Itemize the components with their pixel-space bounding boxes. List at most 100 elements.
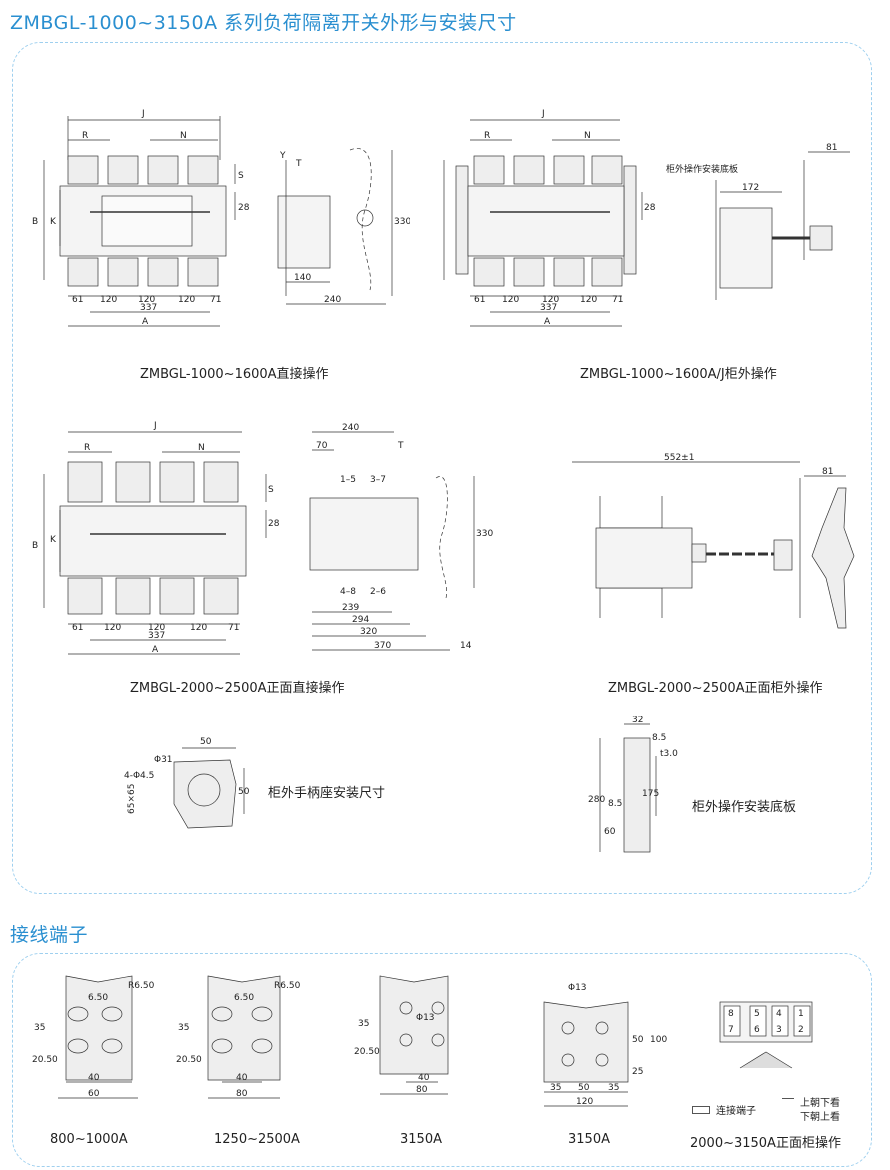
dim-120-3b: 120	[148, 623, 165, 633]
dim-71-3: 71	[228, 623, 239, 633]
terminal-3150-b: Φ13 50 100 25 35 50 35 120	[543, 983, 667, 1107]
caption-direct-1000-1600: ZMBGL-1000~1600A直接操作	[140, 367, 329, 382]
terminals-panel	[12, 953, 872, 1167]
dim-R-2: R	[484, 131, 490, 141]
dim-J: J	[141, 109, 145, 119]
dim-J-2: J	[541, 109, 545, 119]
dim-28-3: 28	[268, 519, 280, 529]
dim-65x65: 65×65	[127, 784, 137, 814]
caption-mount-plate: 柜外操作安装底板	[692, 800, 797, 815]
dim-280: 280	[588, 795, 605, 805]
dim-K-3: K	[50, 535, 57, 545]
dim-61: 61	[72, 295, 83, 305]
pos-8: 8	[728, 1009, 734, 1019]
dim-120c: 120	[178, 295, 195, 305]
dim-phi13-3: Φ13	[416, 1013, 435, 1023]
dim-35-3: 35	[358, 1019, 369, 1029]
pos-6: 6	[754, 1025, 760, 1035]
dim-175: 175	[642, 789, 659, 799]
dim-N-3: N	[198, 443, 205, 453]
label-mount-plate: 柜外操作安装底板	[666, 163, 738, 175]
dim-Y: Y	[279, 151, 286, 161]
dim-120a: 120	[100, 295, 117, 305]
caption-terminal-2000-3150: 2000~3150A正面柜操作	[690, 1136, 841, 1151]
dim-61-3: 61	[72, 623, 83, 633]
caption-terminal-1250-2500: 1250~2500A	[214, 1132, 300, 1147]
label-48: 4–8	[340, 587, 356, 597]
dim-2050-3: 20.50	[354, 1047, 380, 1057]
dim-71: 71	[210, 295, 221, 305]
dim-A: A	[142, 317, 149, 327]
dim-120-3c: 120	[190, 623, 207, 633]
pos-4: 4	[776, 1009, 782, 1019]
dim-60-1: 60	[88, 1089, 100, 1099]
dim-370: 370	[374, 641, 391, 651]
dim-320: 320	[360, 627, 377, 637]
label-15: 1–5	[340, 475, 356, 485]
dim-8_5a: 8.5	[652, 733, 666, 743]
drawing-handle-seat: 50 Φ31 4-Φ4.5 65×65 50	[124, 737, 250, 829]
dim-T: T	[295, 159, 302, 169]
dim-172: 172	[742, 183, 759, 193]
legend-down-label: 下朝上看	[800, 1112, 840, 1123]
pos-2: 2	[798, 1025, 804, 1035]
dim-S: S	[238, 171, 244, 181]
drawing-direct-1000-1600: J R N B K S 28 61 120 120 120 71 337 A Y…	[32, 109, 410, 327]
dim-70: 70	[316, 441, 328, 451]
dim-2050-2: 20.50	[176, 1055, 202, 1065]
dim-100-4: 100	[650, 1035, 667, 1045]
drawing-direct-2000-2500: J R N B K S 28 61 120 120 120 71 337 A 2…	[32, 421, 493, 655]
caption-handle-seat: 柜外手柄座安装尺寸	[268, 786, 386, 801]
dim-337-3: 337	[148, 631, 165, 641]
dim-71-2: 71	[612, 295, 623, 305]
dim-8_5b: 8.5	[608, 799, 622, 809]
dim-337: 337	[140, 303, 157, 313]
dim-N: N	[180, 131, 187, 141]
caption-terminal-3150-b: 3150A	[568, 1132, 610, 1147]
dim-N-2: N	[584, 131, 591, 141]
pos-5: 5	[754, 1009, 760, 1019]
dim-K: K	[50, 217, 57, 227]
dim-120-2b: 120	[542, 295, 559, 305]
dim-B: B	[32, 217, 38, 227]
dim-4hole: 4-Φ4.5	[124, 771, 154, 781]
dim-28-2: 28	[644, 203, 656, 213]
dim-A-2: A	[544, 317, 551, 327]
legend-link-swatch	[692, 1106, 710, 1114]
dim-2050-1: 20.50	[32, 1055, 58, 1065]
dim-40-1: 40	[88, 1073, 100, 1083]
dim-120-3a: 120	[104, 623, 121, 633]
dim-35-4a: 35	[550, 1083, 561, 1093]
terminal-800-1000: R6.50 6.50 35 20.50 40 60	[32, 975, 155, 1099]
caption-cabinet-2000-2500: ZMBGL-2000~2500A正面柜外操作	[608, 681, 823, 696]
pos-1: 1	[798, 1009, 804, 1019]
caption-terminal-3150-a: 3150A	[400, 1132, 442, 1147]
dim-r650-1: R6.50	[128, 981, 155, 991]
dim-35-4c: 35	[608, 1083, 619, 1093]
drawing-cabinet-2000-2500: 552±1 81	[572, 453, 855, 629]
caption-direct-2000-2500: ZMBGL-2000~2500A正面直接操作	[130, 681, 345, 696]
dim-337-2: 337	[540, 303, 557, 313]
dim-80-3: 80	[416, 1085, 428, 1095]
dim-240: 240	[324, 295, 341, 305]
caption-terminal-800-1000: 800~1000A	[50, 1132, 128, 1147]
dim-120-2a: 120	[502, 295, 519, 305]
dim-phi13-4: Φ13	[568, 983, 587, 993]
drawing-mount-plate: 32 8.5 t3.0 280 175 8.5 60	[588, 716, 678, 853]
section-title-dimensions: ZMBGL-1000~3150A 系列负荷隔离开关外形与安装尺寸	[10, 12, 517, 34]
dim-240-3: 240	[342, 423, 359, 433]
label-37: 3–7	[370, 475, 386, 485]
terminal-2000-3150-front: 8 7 5 6 4 3 1 2	[719, 1001, 813, 1069]
dim-r650-2: R6.50	[274, 981, 301, 991]
legend-link-label: 连接端子	[716, 1106, 756, 1117]
dim-120b: 120	[138, 295, 155, 305]
label-26: 2–6	[370, 587, 386, 597]
caption-cabinet-1000-1600J: ZMBGL-1000~1600A/J柜外操作	[580, 367, 777, 382]
legend-up-line	[782, 1098, 794, 1099]
dimensions-panel	[12, 42, 872, 894]
dim-25-4: 25	[632, 1067, 643, 1077]
terminal-3150-a: Φ13 35 20.50 40 80	[354, 975, 449, 1095]
dim-330-3: 330	[476, 529, 493, 539]
dim-50: 50	[200, 737, 212, 747]
dim-28: 28	[238, 203, 250, 213]
